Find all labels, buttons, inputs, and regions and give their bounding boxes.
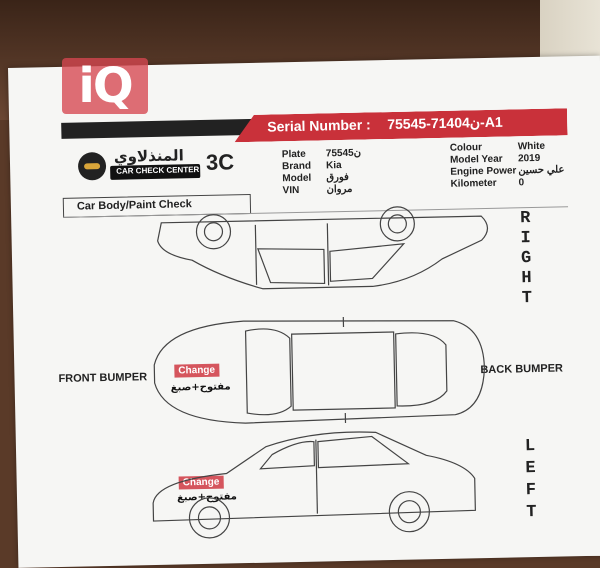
- car-top-view: [153, 314, 485, 427]
- iq-watermark-logo: iQ: [62, 58, 148, 114]
- car-diagram: [8, 56, 600, 568]
- inspection-sheet: Serial Number : ن71404-75545-A1 المنذلاو…: [8, 56, 600, 568]
- car-right-side-view: [157, 205, 489, 291]
- iq-watermark-text: iQ: [62, 58, 148, 114]
- car-left-side-view: [152, 430, 476, 540]
